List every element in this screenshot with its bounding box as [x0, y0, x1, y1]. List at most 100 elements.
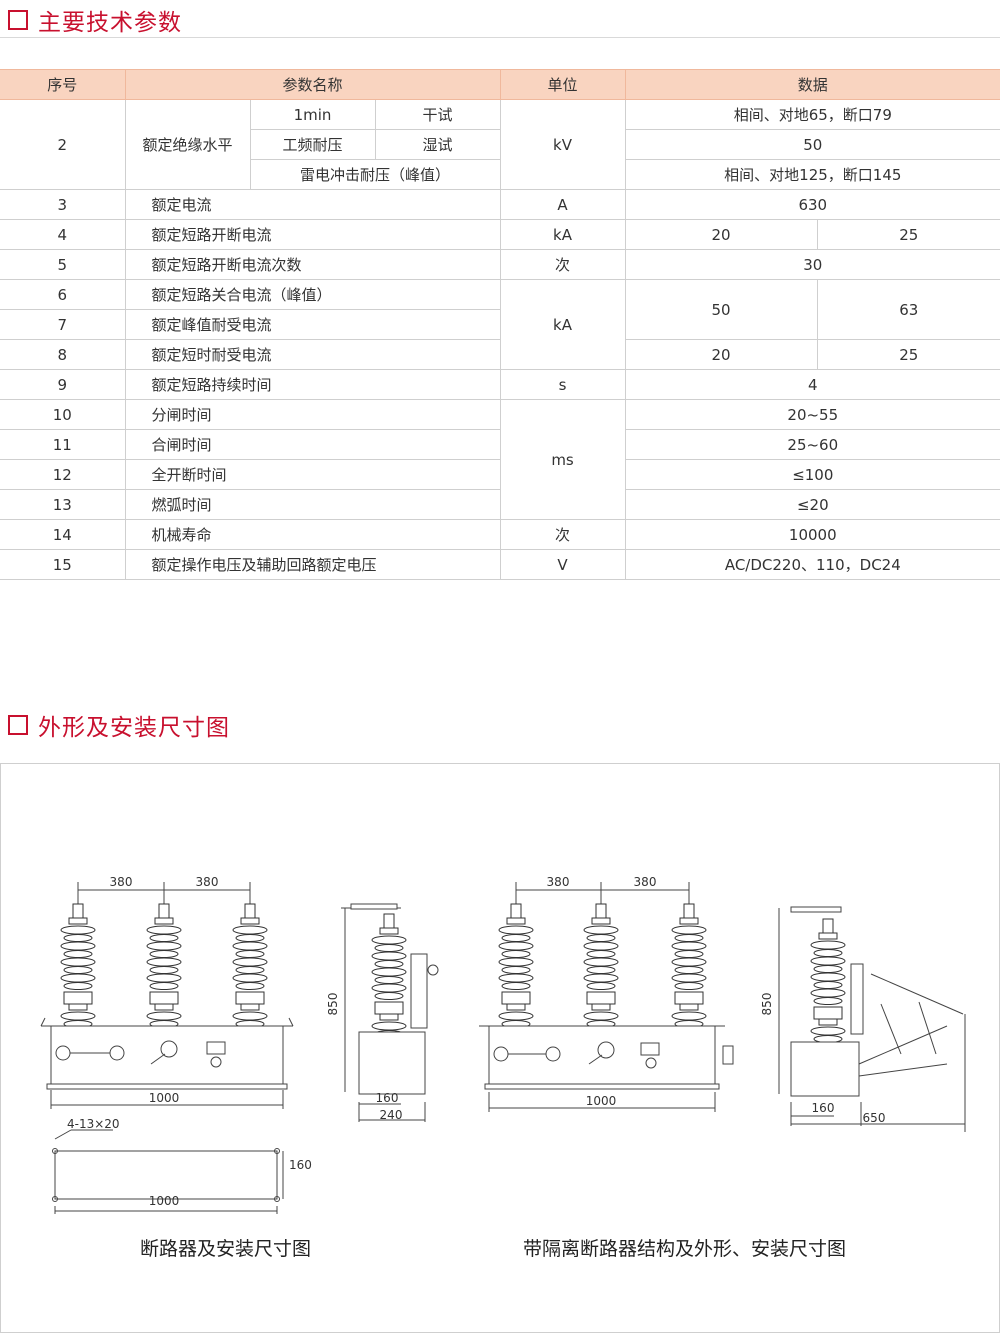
- cell-value: 50: [624, 129, 1000, 160]
- table-row: 8 额定短时耐受电流 20 25: [0, 339, 1000, 370]
- isolator-breaker-front-view: [479, 882, 734, 1112]
- cell-value: 25: [816, 339, 1000, 370]
- cell-name: 分闸时间: [124, 399, 501, 430]
- cell-name: 额定峰值耐受电流: [124, 309, 501, 340]
- table-row: 11 合闸时间 25~60: [0, 429, 1000, 460]
- dim-label: 1000: [149, 1194, 180, 1208]
- cell-name: 额定绝缘水平: [124, 99, 251, 190]
- cell-unit: kV: [499, 99, 626, 190]
- spec-table: 序号 参数名称 单位 数据 2 额定绝缘水平 1min 干试 kV 相间、对地6…: [0, 69, 1000, 580]
- cell-value: 25~60: [624, 429, 1000, 460]
- cell-dry: 干试: [374, 99, 501, 130]
- table-row: 雷电冲击耐压（峰值） 相间、对地125，断口145: [0, 159, 1000, 190]
- cell-value: AC/DC220、110，DC24: [624, 549, 1000, 580]
- divider: [0, 37, 1000, 38]
- table-row: 2 额定绝缘水平 1min 干试 kV 相间、对地65，断口79: [0, 99, 1000, 190]
- caption-right: 带隔离断路器结构及外形、安装尺寸图: [523, 1238, 847, 1260]
- cell-unit: 次: [499, 249, 626, 280]
- table-row: 13 燃弧时间 ≤20: [0, 489, 1000, 520]
- header-no: 序号: [0, 69, 126, 100]
- cell-name: 额定电流: [124, 189, 501, 220]
- cell-value: 20: [624, 219, 818, 250]
- dim-label: 380: [547, 875, 570, 889]
- cell-name: 额定短路持续时间: [124, 369, 501, 400]
- cell-name: 燃弧时间: [124, 489, 501, 520]
- cell-unit: s: [499, 369, 626, 400]
- cell-sub: 工频耐压: [250, 129, 376, 160]
- cell-value: 63: [816, 279, 1000, 340]
- dim-label: 380: [196, 875, 219, 889]
- cell-value: 相间、对地65，断口79: [624, 99, 1000, 130]
- dim-label: 380: [634, 875, 657, 889]
- table-row: 6 额定短路关合电流（峰值） kA 50 63: [0, 279, 1000, 370]
- cell-name: 额定短路开断电流: [124, 219, 501, 250]
- table-row: 12 全开断时间 ≤100: [0, 459, 1000, 490]
- drawing-panel: 380 380 1000 4-13×20 160 1000 850 160 24…: [0, 763, 1000, 1333]
- cell-unit: kA: [499, 279, 626, 370]
- dim-label: 850: [326, 993, 340, 1016]
- cell-name: 合闸时间: [124, 429, 501, 460]
- cell-name: 额定短时耐受电流: [124, 339, 501, 370]
- square-icon: [8, 715, 28, 735]
- dim-label: 1000: [586, 1094, 617, 1108]
- cell-no: 13: [0, 489, 126, 520]
- cell-no: 11: [0, 429, 126, 460]
- cell-wet: 湿试: [374, 129, 501, 160]
- cell-value: 4: [624, 369, 1000, 400]
- dim-label: 850: [760, 993, 774, 1016]
- cell-unit: A: [499, 189, 626, 220]
- cell-value: 630: [624, 189, 1000, 220]
- cell-name: 额定短路关合电流（峰值）: [124, 279, 501, 310]
- table-row: 10 分闸时间 ms 20~55: [0, 399, 1000, 520]
- cell-value: 20~55: [624, 399, 1000, 430]
- square-icon: [8, 10, 28, 30]
- cell-no: 4: [0, 219, 126, 250]
- cell-no: 2: [0, 99, 126, 190]
- dim-label: 4-13×20: [67, 1117, 120, 1131]
- caption-left: 断路器及安装尺寸图: [140, 1238, 312, 1260]
- dim-label: 160: [376, 1091, 399, 1105]
- table-row: 15 额定操作电压及辅助回路额定电压 V AC/DC220、110，DC24: [0, 549, 1000, 580]
- dim-label: 380: [110, 875, 133, 889]
- header-name: 参数名称: [124, 69, 501, 100]
- section-title-specs: 主要技术参数: [8, 3, 182, 37]
- dimension-drawing: 380 380 1000 4-13×20 160 1000 850 160 24…: [40, 875, 966, 1214]
- cell-no: 5: [0, 249, 126, 280]
- cell-unit: 次: [499, 519, 626, 550]
- cell-name: 全开断时间: [124, 459, 501, 490]
- breaker-side-view: [341, 903, 439, 1122]
- table-row: 5 额定短路开断电流次数 次 30: [0, 249, 1000, 280]
- cell-value: 10000: [624, 519, 1000, 550]
- section-title-drawing: 外形及安装尺寸图: [8, 708, 230, 742]
- cell-unit: V: [499, 549, 626, 580]
- table-row: 14 机械寿命 次 10000: [0, 519, 1000, 550]
- cell-value: ≤20: [624, 489, 1000, 520]
- cell-no: 14: [0, 519, 126, 550]
- dim-label: 650: [863, 1111, 886, 1125]
- cell-value: 25: [816, 219, 1000, 250]
- dim-label: 160: [812, 1101, 835, 1115]
- cell-unit: ms: [499, 399, 626, 520]
- isolator-breaker-side-view: [778, 906, 966, 1132]
- cell-no: 7: [0, 309, 126, 340]
- cell-no: 3: [0, 189, 126, 220]
- dim-label: 160: [289, 1158, 312, 1172]
- cell-name: 额定短路开断电流次数: [124, 249, 501, 280]
- section-title-text: 外形及安装尺寸图: [38, 715, 230, 741]
- cell-value: 相间、对地125，断口145: [624, 159, 1000, 190]
- cell-name: 机械寿命: [124, 519, 501, 550]
- table-row: 9 额定短路持续时间 s 4: [0, 369, 1000, 400]
- table-row: 3 额定电流 A 630: [0, 189, 1000, 220]
- table-row: 工频耐压 湿试 50: [0, 129, 1000, 160]
- dim-label: 240: [380, 1108, 403, 1122]
- cell-value: 30: [624, 249, 1000, 280]
- table-header-row: 序号 参数名称 单位 数据: [0, 69, 1000, 100]
- header-unit: 单位: [499, 69, 626, 100]
- table-row: 4 额定短路开断电流 kA 20 25: [0, 219, 1000, 250]
- cell-no: 15: [0, 549, 126, 580]
- cell-value: 50: [624, 279, 818, 340]
- dim-label: 1000: [149, 1091, 180, 1105]
- header-data: 数据: [624, 69, 1000, 100]
- cell-value: 20: [624, 339, 818, 370]
- cell-no: 10: [0, 399, 126, 430]
